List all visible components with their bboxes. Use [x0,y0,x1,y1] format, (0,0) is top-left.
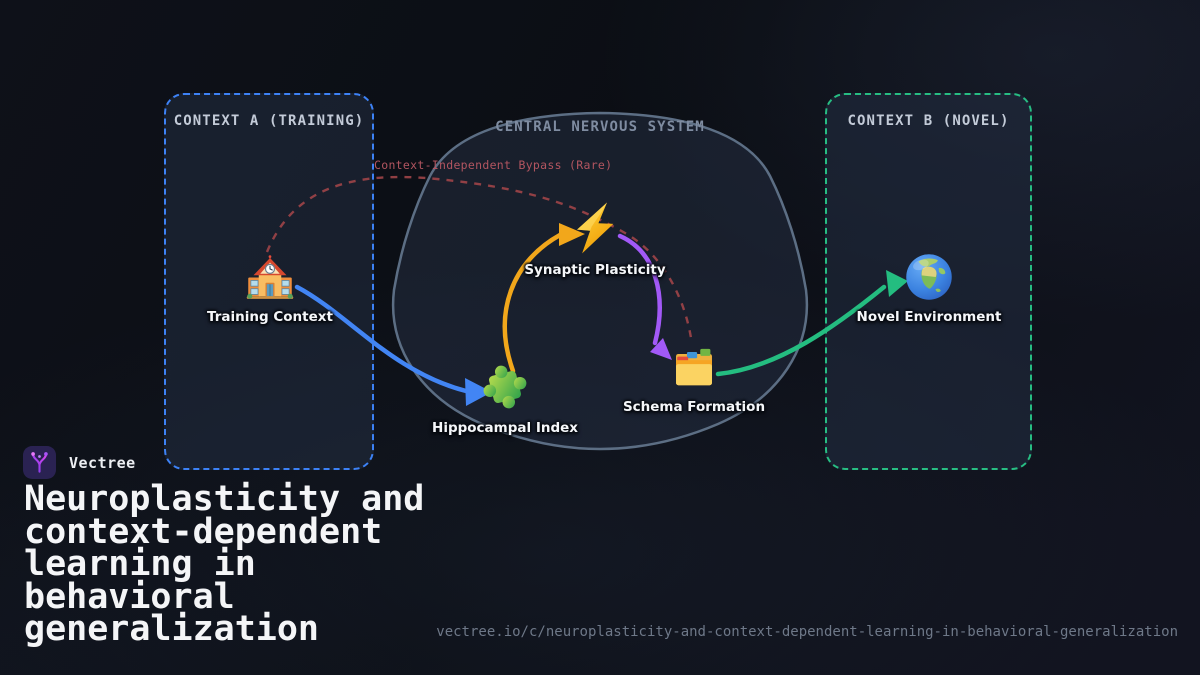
node-schema-formation: Schema Formation [604,343,784,415]
node-label-schema-formation: Schema Formation [622,399,766,415]
footer-url: vectree.io/c/neuroplasticity-and-context… [436,624,1178,640]
edge-synaptic-arrowhead [650,338,672,360]
context-a-container: CONTEXT A (TRAINING) [164,93,374,470]
edge-hippocampal-arrowhead [559,223,585,246]
node-hippocampal-index: Hippocampal Index [415,360,595,436]
node-label-hippocampal-index: Hippocampal Index [432,420,578,436]
vectree-branch-icon [23,446,56,479]
school-icon [246,255,294,299]
node-label-synaptic-plasticity: Synaptic Plasticity [524,262,666,278]
brand: Vectree [23,446,136,479]
brand-name: Vectree [69,453,136,472]
edge-training-to-hippocampal [294,284,469,394]
node-novel-environment: Novel Environment [839,251,1019,325]
edge-schema-arrowhead [886,270,908,297]
page-title: Neuroplasticity and context-dependent le… [24,479,425,649]
node-label-novel-environment: Novel Environment [856,309,1002,325]
context-a-title: CONTEXT A (TRAINING) [173,113,365,129]
node-synaptic-plasticity: Synaptic Plasticity [505,200,685,278]
context-b-title: CONTEXT B (NOVEL) [847,113,1010,129]
edge-bypass [265,175,693,339]
card-index-folder-icon [676,348,712,386]
lightning-bolt-icon [577,202,614,254]
cns-title: CENTRAL NERVOUS SYSTEM [495,119,705,135]
edge-synaptic-to-schema [617,233,662,346]
node-training-context: Training Context [180,255,360,325]
edge-hippocampal-to-synaptic [502,232,563,374]
edge-schema-to-novel [715,284,887,377]
bypass-edge-label: Context-Independent Bypass (Rare) [374,158,613,172]
node-label-training-context: Training Context [207,309,333,325]
globe-icon [906,254,952,300]
edge-training-arrowhead [465,378,492,406]
puzzle-piece-icon [483,365,527,409]
context-b-container: CONTEXT B (NOVEL) [825,93,1032,470]
